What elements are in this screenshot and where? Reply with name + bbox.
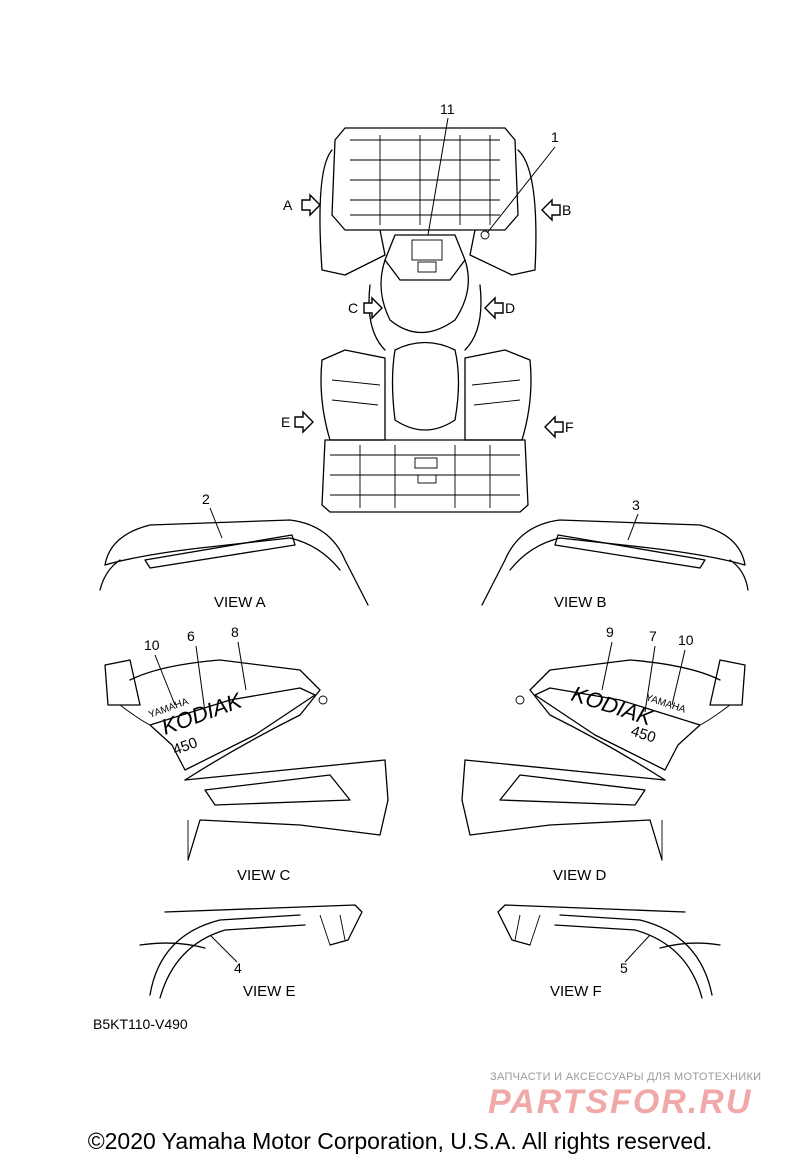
decal-450-right: 450 [629,723,658,747]
arrow-label-f: F [565,419,574,435]
callout-9: 9 [606,624,614,640]
arrow-label-d: D [505,300,515,316]
arrow-f-icon [544,415,564,439]
decal-kodiak-right: KODIAK [568,681,656,731]
copyright-notice: ©2020 Yamaha Motor Corporation, U.S.A. A… [87,1128,713,1154]
view-d-drawing: YAMAHA KODIAK 450 [461,659,746,861]
callout-6: 6 [187,628,195,644]
arrow-a-icon [301,193,321,217]
arrow-d-icon [484,296,504,320]
atv-top-view [319,127,537,513]
callout-7: 7 [649,628,657,644]
view-a-drawing [99,519,369,606]
callout-5: 5 [620,960,628,976]
callout-10-right: 10 [678,632,694,648]
view-c-drawing: YAMAHA KODIAK 450 [104,659,389,861]
view-b-drawing [481,519,749,606]
arrow-label-a: A [283,197,293,213]
watermark-logo[interactable]: PARTSFOR.RU [488,1083,753,1121]
view-e-drawing [139,904,363,999]
callout-4: 4 [234,960,242,976]
view-c-label: VIEW C [237,867,291,884]
view-f-drawing [497,904,721,999]
view-e-label: VIEW E [243,983,296,1000]
diagram-code: B5KT110-V490 [93,1016,188,1032]
decal-450-left: 450 [171,734,200,759]
callout-10-left: 10 [144,637,160,653]
arrow-b-icon [541,198,561,222]
arrow-label-e: E [281,414,290,430]
view-f-label: VIEW F [550,983,602,1000]
arrow-e-icon [294,410,314,434]
arrow-c-icon [363,296,383,320]
view-d-label: VIEW D [553,867,607,884]
callout-8: 8 [231,624,239,640]
callout-2: 2 [202,491,210,507]
arrow-label-c: C [348,300,358,316]
view-b-label: VIEW B [554,594,607,611]
view-a-label: VIEW A [214,594,266,611]
callout-11: 11 [440,101,455,117]
arrow-label-b: B [562,202,571,218]
watermark-tagline: ЗАПЧАСТИ И АКСЕССУАРЫ ДЛЯ МОТОТЕХНИКИ [490,1071,762,1083]
view-arrows: A B C D E F [281,193,574,439]
callout-1: 1 [551,129,559,145]
callout-3: 3 [632,497,640,513]
